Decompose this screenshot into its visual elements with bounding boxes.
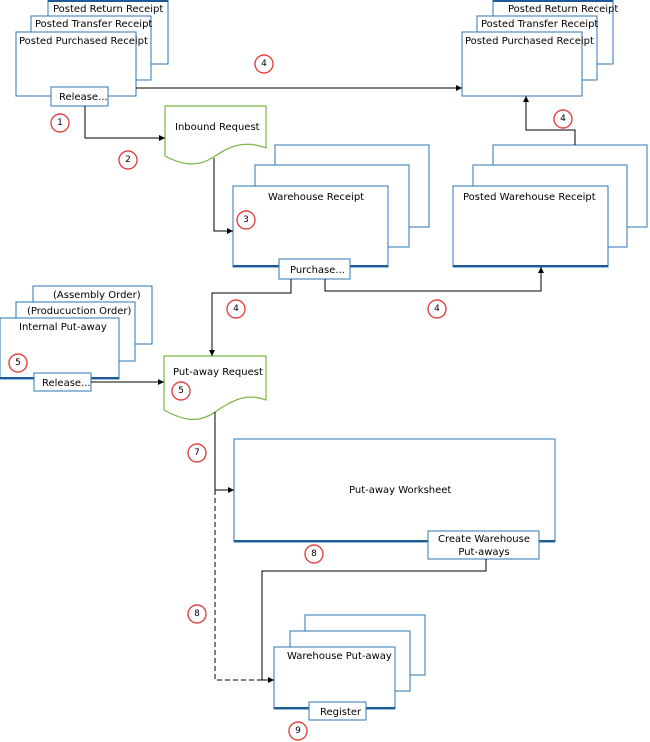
posted-return-receipt-label-left: Posted Return Receipt (53, 4, 163, 15)
register-button[interactable] (308, 701, 367, 721)
putaway-worksheet-label: Put-away Worksheet (349, 485, 451, 496)
inbound-request-label: Inbound Request (175, 122, 260, 133)
release-button-top-label: Release... (59, 92, 108, 103)
svg-text:2: 2 (125, 155, 131, 165)
badges: 1 2 3 4 4 4 4 5 5 7 8 8 9 (8, 54, 573, 741)
create-warehouse-putaways-label-1: Create Warehouse (438, 534, 530, 545)
posted-return-receipt-label-right: Posted Return Receipt (508, 4, 618, 15)
warehouse-receipt-stack: Warehouse Receipt Purchase... (232, 144, 430, 280)
internal-putaway-stack: (Assembly Order) (Producuction Order) In… (0, 285, 153, 392)
purchase-button[interactable] (278, 258, 351, 280)
inbound-request-shape (164, 105, 267, 165)
badge-5-internal: 5 (8, 353, 28, 373)
arrow-inbound-to-warehouse-receipt (213, 158, 233, 232)
svg-text:5: 5 (178, 386, 184, 396)
badge-4-mid-right: 4 (427, 299, 447, 319)
svg-text:8: 8 (194, 609, 200, 619)
purchase-button-label: Purchase... (290, 265, 345, 276)
svg-text:4: 4 (434, 304, 440, 314)
create-warehouse-putaways-button[interactable] (427, 530, 540, 560)
register-button-label: Register (320, 707, 362, 718)
badge-8-lower: 8 (187, 604, 207, 624)
internal-putaway-label: Internal Put-away (19, 322, 107, 333)
warehouse-putaway-stack: Warehouse Put-away Register (273, 614, 426, 721)
putaway-worksheet-group: Put-away Worksheet Create Warehouse Put-… (233, 438, 556, 560)
warehouse-receipt-label: Warehouse Receipt (268, 192, 364, 203)
arrow-request-to-worksheet (214, 412, 234, 491)
posted-transfer-receipt-label-left: Posted Transfer Receipt (35, 19, 152, 30)
badge-9: 9 (288, 721, 308, 741)
posted-purchased-receipt-label-left: Posted Purchased Receipt (19, 36, 148, 47)
arrow-create-to-warehouse-putaway (261, 559, 487, 681)
svg-text:7: 7 (194, 448, 200, 458)
warehouse-receipt-box (232, 185, 389, 268)
svg-text:8: 8 (311, 549, 317, 559)
badge-5-request: 5 (171, 381, 191, 401)
posted-receipts-stack-left: Posted Return Receipt Posted Transfer Re… (15, 0, 169, 107)
arrow-posted-wr-to-posted-right (525, 96, 576, 145)
badge-4-mid-left: 4 (226, 299, 246, 319)
svg-text:9: 9 (295, 726, 301, 736)
badge-3: 3 (236, 210, 256, 230)
production-order-label: (Producuction Order) (27, 306, 132, 317)
posted-receipts-stack-right: Posted Return Receipt Posted Transfer Re… (461, 0, 618, 97)
putaway-request-shape (163, 355, 267, 420)
badge-7: 7 (187, 443, 207, 463)
connectors (84, 85, 576, 683)
posted-warehouse-receipt-stack: Posted Warehouse Receipt (452, 144, 648, 268)
svg-text:4: 4 (233, 304, 239, 314)
posted-purchased-receipt-box-right (461, 31, 583, 97)
arrow-purchase-to-putaway-request (211, 279, 292, 356)
release-button-internal-label: Release... (42, 378, 91, 389)
badge-4-right: 4 (553, 109, 573, 129)
svg-text:1: 1 (57, 118, 63, 128)
badge-4-top: 4 (254, 54, 274, 74)
badge-1: 1 (50, 113, 70, 133)
svg-text:4: 4 (560, 114, 566, 124)
assembly-order-label: (Assembly Order) (53, 290, 141, 301)
warehouse-putaway-label: Warehouse Put-away (287, 651, 392, 662)
posted-transfer-receipt-label-right: Posted Transfer Receipt (481, 19, 598, 30)
svg-text:3: 3 (243, 215, 249, 225)
arrow-release-to-inbound (84, 106, 165, 139)
release-button-top[interactable] (50, 86, 109, 107)
putaway-request-label: Put-away Request (173, 367, 263, 378)
posted-purchased-receipt-label-right: Posted Purchased Receipt (465, 36, 594, 47)
badge-8-upper: 8 (304, 544, 324, 564)
svg-text:4: 4 (261, 59, 267, 69)
posted-warehouse-receipt-label: Posted Warehouse Receipt (463, 192, 596, 203)
badge-2: 2 (118, 150, 138, 170)
create-warehouse-putaways-label-2: Put-aways (458, 547, 509, 558)
arrow-purchase-to-posted-wr (324, 267, 542, 292)
svg-text:5: 5 (15, 358, 21, 368)
